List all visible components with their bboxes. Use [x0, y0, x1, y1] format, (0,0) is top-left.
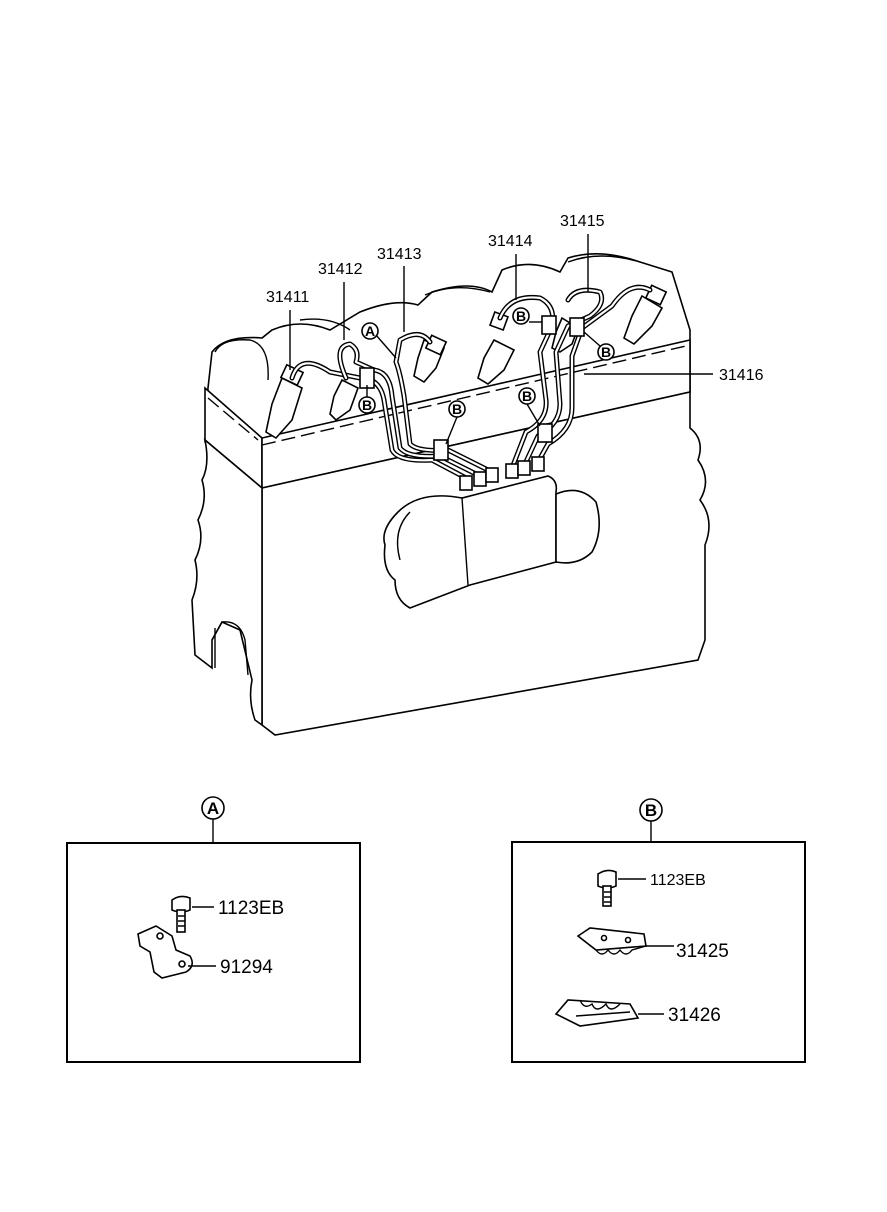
- clamp-icon-b-upper: [576, 927, 647, 955]
- head-bump-3: [424, 286, 491, 296]
- callout-31411: 31411: [266, 289, 309, 306]
- marker-b-leader-4: [526, 403, 541, 427]
- marker-b-label-1: B: [362, 397, 372, 413]
- detail-a-bolt-label: 1123EB: [218, 898, 284, 919]
- callout-31413: 31413: [377, 246, 422, 263]
- bolt-icon-b: [597, 869, 617, 907]
- marker-b-circle-3: [512, 307, 530, 325]
- detail-a-frame: [66, 842, 361, 1063]
- head-bump-1: [214, 339, 269, 381]
- bolt-icon-a: [171, 895, 191, 933]
- clamp-icon-a: [137, 925, 194, 979]
- marker-b-leader-5: [583, 331, 601, 347]
- injectors: [265, 284, 668, 440]
- injector-2: [329, 378, 359, 422]
- pipe-clamp-2: [433, 439, 449, 461]
- block-left-notch: [211, 621, 249, 676]
- marker-a-label: A: [365, 323, 375, 339]
- pump-body-edge: [461, 497, 469, 586]
- pump-outlet-4: [505, 463, 519, 479]
- marker-a-leader: [375, 334, 397, 359]
- pump-outlet-3: [485, 467, 499, 483]
- marker-b-leader-2: [445, 416, 458, 445]
- detail-a-title: A: [207, 799, 219, 818]
- callouts: 31411 31412 31413 31414 31415 31416: [266, 213, 764, 384]
- injection-pipes: [289, 284, 653, 491]
- detail-b-bolt-label: 1123EB: [650, 872, 706, 889]
- pump-outlet-2: [473, 471, 487, 487]
- marker-b-circle-5: [597, 343, 615, 361]
- detail-b: B 1123EB 31425 31426: [511, 798, 806, 1063]
- injection-pump-body: [383, 475, 558, 609]
- engine-block: [191, 253, 710, 736]
- pipe-clamp-4: [541, 315, 557, 335]
- location-markers: A B B B B B: [358, 307, 615, 445]
- injector-4: [477, 311, 516, 385]
- callout-31414: 31414: [488, 233, 533, 250]
- detail-a-clamp-label: 91294: [220, 957, 273, 978]
- marker-b-label-4: B: [522, 388, 532, 404]
- marker-b-label-3: B: [516, 308, 526, 324]
- injection-pump-drum: [555, 489, 600, 564]
- marker-a-circle: [361, 322, 379, 340]
- pump-gear-case: [396, 511, 411, 561]
- detail-b-clamp-lower-label: 31426: [668, 1005, 721, 1026]
- pipe-clamp-3: [537, 423, 553, 443]
- pump-outlet-5: [517, 460, 531, 476]
- pipe-clamp-5: [569, 317, 585, 337]
- head-bump-4: [567, 255, 641, 263]
- detail-a: A 1123EB 91294: [66, 796, 361, 1063]
- detail-b-clamp-upper-label: 31425: [676, 941, 729, 962]
- pump-outlet-1: [459, 475, 473, 491]
- callout-31412: 31412: [318, 261, 363, 278]
- detail-b-title: B: [645, 801, 657, 820]
- head-gasket-line-left: [207, 397, 259, 441]
- callout-31416: 31416: [719, 367, 764, 384]
- clamp-icon-b-lower: [554, 999, 640, 1027]
- callout-31415: 31415: [560, 213, 605, 230]
- marker-b-label-5: B: [601, 344, 611, 360]
- detail-b-frame: [511, 841, 806, 1063]
- pump-outlet-6: [531, 456, 545, 472]
- head-gasket-line: [261, 344, 691, 446]
- head-bump-2: [299, 318, 351, 331]
- block-left-face: [191, 437, 263, 727]
- marker-b-label-2: B: [452, 401, 462, 417]
